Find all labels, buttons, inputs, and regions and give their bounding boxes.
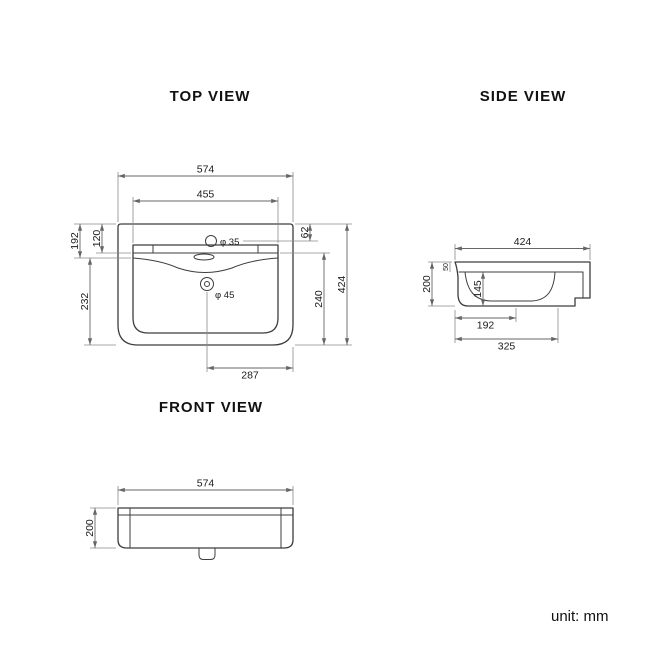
front-view: FRONT VIEW 574 200 bbox=[84, 399, 294, 560]
unit-label: unit: mm bbox=[551, 608, 609, 625]
front-view-extension-lines bbox=[90, 486, 294, 549]
dim-label-325: 325 bbox=[498, 341, 516, 353]
dim-label-287: 287 bbox=[241, 370, 259, 382]
overflow-slot bbox=[193, 253, 215, 261]
dim-label-120: 120 bbox=[91, 230, 103, 248]
dim-label-200-front: 200 bbox=[84, 519, 96, 537]
dim-label-574-front: 574 bbox=[197, 478, 215, 490]
top-view-title: TOP VIEW bbox=[170, 88, 251, 105]
tap-hole-circle bbox=[205, 235, 217, 247]
side-view: SIDE VIEW 424 200 50 145 192 325 bbox=[421, 88, 591, 353]
front-view-drain-stub bbox=[198, 547, 216, 560]
side-view-profile bbox=[454, 261, 591, 307]
top-view-bowl-curve bbox=[132, 257, 279, 273]
front-view-rim-lines bbox=[117, 507, 294, 549]
dim-label-62: 62 bbox=[299, 227, 311, 239]
dim-label-50: 50 bbox=[443, 263, 450, 271]
top-view-right-corner-step bbox=[257, 244, 279, 254]
top-view-inner-basin bbox=[132, 244, 279, 334]
drain-circle-inner bbox=[204, 281, 210, 287]
dim-label-455: 455 bbox=[197, 189, 215, 201]
dim-label-200-side: 200 bbox=[421, 275, 433, 293]
dim-label-192: 192 bbox=[69, 232, 81, 250]
dim-label-424-top: 424 bbox=[336, 276, 348, 294]
front-view-body bbox=[117, 507, 294, 549]
top-view-extension-lines bbox=[74, 172, 352, 372]
top-view-left-corner-step bbox=[132, 244, 154, 254]
drain-circle-outer bbox=[200, 277, 214, 291]
top-view-outer-rim bbox=[117, 223, 294, 346]
side-view-extension-lines bbox=[428, 244, 591, 343]
dim-label-192-side: 192 bbox=[477, 320, 495, 332]
dim-label-574-top: 574 bbox=[197, 164, 215, 176]
dim-label-145: 145 bbox=[472, 280, 484, 298]
drain-diameter-label: φ 45 bbox=[215, 290, 234, 301]
side-view-deck-underside bbox=[458, 271, 584, 299]
dim-label-232: 232 bbox=[79, 293, 91, 311]
dim-label-424-side: 424 bbox=[514, 236, 532, 248]
front-view-title: FRONT VIEW bbox=[159, 399, 263, 416]
dim-label-240: 240 bbox=[313, 290, 325, 308]
side-view-bowl-profile bbox=[464, 271, 556, 302]
tap-hole-diameter-label: φ 35 bbox=[220, 237, 239, 248]
top-view: TOP VIEW φ 35 φ 45 574 455 192 120 232 6… bbox=[69, 88, 352, 382]
side-view-title: SIDE VIEW bbox=[480, 88, 567, 105]
